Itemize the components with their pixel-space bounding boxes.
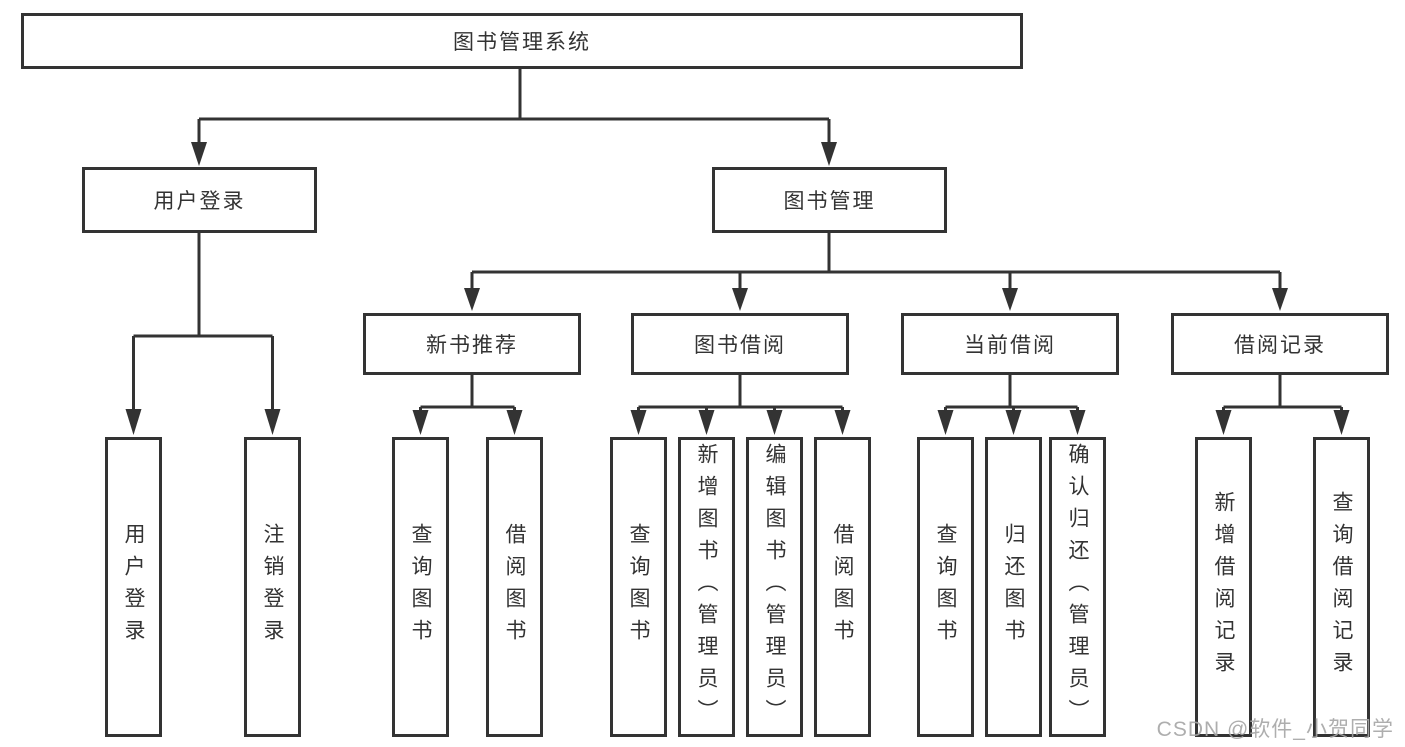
node-user-login: 用户登录 [82,167,317,233]
csdn-watermark: CSDN @软件_小贺同学 [1156,718,1394,741]
node-label: 借阅图书 [831,523,854,651]
leaf-query-books: 查询图书 [392,437,449,737]
node-label: 查询图书 [934,523,957,651]
node-label: 注销登录 [261,523,284,651]
connector-book-mgmt-to-level3 [464,233,1288,311]
node-label: 查询图书 [627,523,650,651]
node-label: 用户登录 [122,523,145,651]
node-label: 编辑图书（管理员） [763,443,786,731]
leaf-user-login: 用户登录 [105,437,162,737]
node-label: 图书管理 [783,190,876,213]
connector-borrow-records-to-leaves [1215,375,1350,435]
leaf-add-borrow-record: 新增借阅记录 [1195,437,1252,737]
node-label: 借阅记录 [1234,334,1326,357]
node-borrowing-records: 借阅记录 [1171,313,1389,375]
node-label: 查询借阅记录 [1330,491,1353,683]
connector-user-login-to-leaves [125,233,281,435]
node-library-management-system: 图书管理系统 [21,13,1023,69]
node-label: 新增图书（管理员） [695,443,718,731]
node-label: 借阅图书 [503,523,526,651]
leaf-query-borrow-record: 查询借阅记录 [1313,437,1370,737]
leaf-confirm-return-admin: 确认归还（管理员） [1049,437,1106,737]
node-label: 图书借阅 [694,334,786,357]
node-book-management: 图书管理 [712,167,947,233]
leaf-logout: 注销登录 [244,437,301,737]
connector-book-borrow-to-leaves [630,375,851,435]
leaf-return-books: 归还图书 [985,437,1042,737]
node-label: 新书推荐 [426,334,518,357]
leaf-borrow-books: 借阅图书 [814,437,871,737]
node-label: 归还图书 [1002,523,1025,651]
node-label: 查询图书 [409,523,432,651]
connector-root-to-level2 [191,69,837,166]
node-book-borrowing: 图书借阅 [631,313,849,375]
leaf-edit-books-admin: 编辑图书（管理员） [746,437,803,737]
node-label: 图书管理系统 [453,31,591,54]
node-label: 用户登录 [153,190,246,213]
connector-current-borrow-to-leaves [937,375,1086,435]
node-label: 新增借阅记录 [1212,491,1235,683]
connector-new-book-rec-to-leaves [412,375,523,435]
node-current-borrowing: 当前借阅 [901,313,1119,375]
leaf-add-books-admin: 新增图书（管理员） [678,437,735,737]
leaf-query-books: 查询图书 [917,437,974,737]
node-label: 当前借阅 [964,334,1056,357]
node-new-book-recommendation: 新书推荐 [363,313,581,375]
leaf-borrow-books: 借阅图书 [486,437,543,737]
node-label: 确认归还（管理员） [1066,443,1089,731]
leaf-query-books: 查询图书 [610,437,667,737]
